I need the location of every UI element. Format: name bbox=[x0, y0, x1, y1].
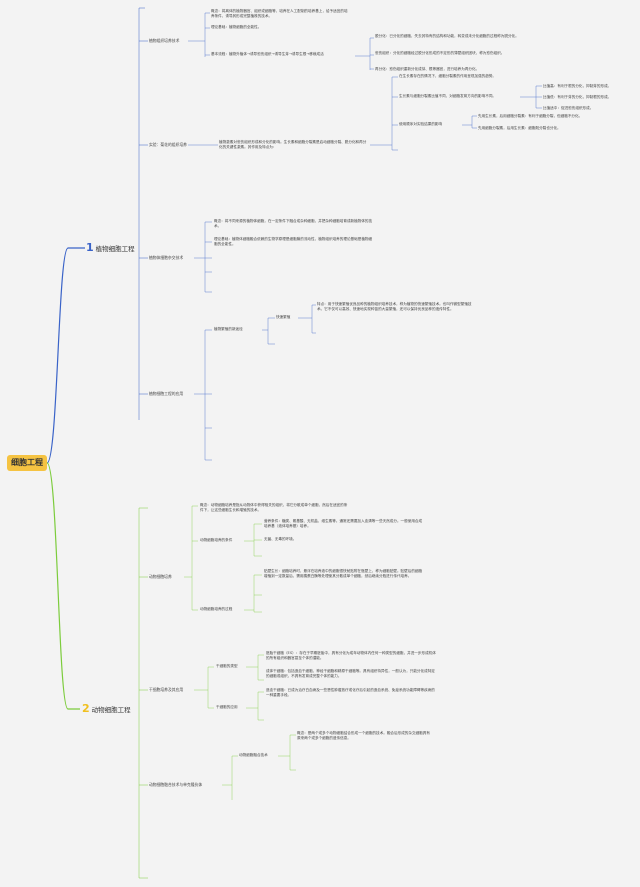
node-ratio-medium[interactable]: 比值适中：促进愈伤组织形成。 bbox=[543, 106, 594, 110]
node-culture-conditions[interactable]: 动物细胞培养的条件 bbox=[200, 538, 233, 542]
node-sterile[interactable]: 无菌、无毒的环境。 bbox=[264, 537, 297, 541]
node-hormone-effect[interactable]: 植物激素对愈伤组织形成和分化的影响。生长素和细胞分裂素是启动细胞分裂、脱分化和再… bbox=[219, 140, 367, 149]
node-animal-cell-culture[interactable]: 动物细胞培养 bbox=[149, 574, 172, 579]
node-order-2[interactable]: 先用细胞分裂素，后用生长素：细胞既分裂也分化。 bbox=[478, 126, 561, 130]
node-ratio-high[interactable]: 比值高：有利于根的分化，抑制芽的形成。 bbox=[543, 84, 612, 88]
node-callus[interactable]: 愈伤组织：分化的细胞经过脱分化形成的不定形的薄壁组织团块，称为愈伤组织。 bbox=[375, 51, 505, 55]
node-hybrid-theory[interactable]: 理论基础：植物体细胞融合依赖的生物学原理是细胞膜的流动性，植物组织培养的理论基础… bbox=[214, 237, 373, 246]
node-plant-application[interactable]: 植物细胞工程的应用 bbox=[149, 391, 184, 396]
node-rapid-propagation[interactable]: 快速繁殖 bbox=[276, 315, 291, 319]
node-somatic-hybridization[interactable]: 植物体细胞杂交技术 bbox=[149, 255, 184, 260]
node-hormone-1[interactable]: 在生长素存在的情况下，细胞分裂素的作用呈现加强的趋势。 bbox=[399, 74, 497, 78]
node-adult-stem-cell[interactable]: 成体干细胞：包括造血干细胞、神经干细胞和精原干细胞等。具有组织特异性，一般认为，… bbox=[266, 669, 435, 678]
node-fusion-concept[interactable]: 概念：是两个或多个动物细胞结合形成一个细胞的技术。融合后形成的杂交细胞具有原来两… bbox=[297, 731, 430, 740]
node-stem-cell[interactable]: 干细胞培养及其应用 bbox=[149, 687, 184, 692]
node-dedifferentiation[interactable]: 脱分化：已分化的细胞，失去其特有的结构和功能，转变成未分化细胞的过程称为脱分化。 bbox=[375, 34, 519, 38]
node-order-1[interactable]: 先用生长素，后用细胞分裂素：有利于细胞分裂，但细胞不分化。 bbox=[478, 114, 583, 118]
node-adherent-growth[interactable]: 贴壁生长：细胞培养时，悬浮在培养液中的细胞很快就贴附在瓶壁上，称为细胞贴壁。贴壁… bbox=[264, 569, 423, 578]
node-nutrition[interactable]: 营养条件：糖类、氨基酸、无机盐、维生素等。通常还需要加入血清等一些天然成分。一般… bbox=[264, 519, 423, 528]
node-culture-concept[interactable]: 概念：动物细胞培养是指从动物体中获得相关的组织，将它分散成单个细胞，然后在适宜的… bbox=[200, 503, 348, 512]
root-node[interactable]: 细胞工程 bbox=[7, 455, 47, 471]
node-chrysanthemum-experiment[interactable]: 实验：菊花的组织培养 bbox=[149, 142, 187, 147]
branch-label: 植物细胞工程 bbox=[95, 245, 135, 253]
node-es-cell[interactable]: 胚胎干细胞（ES）：存在于早期胚胎中，具有分化为成年动物体内任何一种类型的细胞，… bbox=[266, 651, 436, 660]
node-rapid-features[interactable]: 特点：用于快速繁殖优良品种的植物组织培养技术，称为植物的快速繁殖技术。也叫作微型… bbox=[317, 302, 472, 311]
node-ratio-low[interactable]: 比值低：有利于芽的分化，抑制根的形成。 bbox=[543, 95, 612, 99]
node-culture-process[interactable]: 动物细胞培养的过程 bbox=[200, 607, 233, 611]
node-stem-cell-application[interactable]: 干细胞的应用 bbox=[216, 705, 238, 709]
node-plant-tissue-culture[interactable]: 植物组织培养技术 bbox=[149, 38, 180, 43]
node-hematopoietic[interactable]: 造血干细胞：已成为治疗白血病及一些恶性肿瘤放疗或化疗后引起的造血系统、免疫系统功… bbox=[266, 688, 435, 697]
branch-number: 2 bbox=[82, 702, 90, 715]
node-theory[interactable]: 理论基础：植物细胞的全能性。 bbox=[211, 25, 262, 29]
node-hybrid-concept[interactable]: 概念：将不同来源的植物体细胞，在一定条件下融合成杂种细胞，并把杂种细胞培育成新植… bbox=[214, 219, 373, 228]
node-redifferentiation[interactable]: 再分化：愈伤组织重新分化成芽、根等器官，进行培养为再分化。 bbox=[375, 67, 480, 71]
node-stem-cell-types[interactable]: 干细胞的类型 bbox=[216, 664, 238, 668]
node-basic-process[interactable]: 基本流程：植物外植体→诱导愈伤组织→诱导生芽→诱导生根→移栽成活 bbox=[211, 52, 324, 56]
node-concept[interactable]: 概念：将离体的植物器官、组织或细胞等，培养在人工配制的培养基上，给予适宜的培养条… bbox=[211, 9, 348, 18]
node-order[interactable]: 使用顺序对实验结果的影响 bbox=[399, 122, 443, 126]
branch-label: 动物细胞工程 bbox=[91, 706, 131, 714]
branch-number: 1 bbox=[86, 241, 94, 254]
node-cell-fusion[interactable]: 动物细胞融合技术 bbox=[239, 753, 268, 757]
node-hormone-ratio[interactable]: 生长素与细胞分裂素比值不同，对细胞发育方向的影响不同。 bbox=[399, 94, 497, 98]
node-cell-fusion-monoclonal[interactable]: 动物细胞融合技术与单克隆抗体 bbox=[149, 782, 203, 787]
node-new-propagation[interactable]: 植物繁殖的新途径 bbox=[214, 327, 243, 331]
